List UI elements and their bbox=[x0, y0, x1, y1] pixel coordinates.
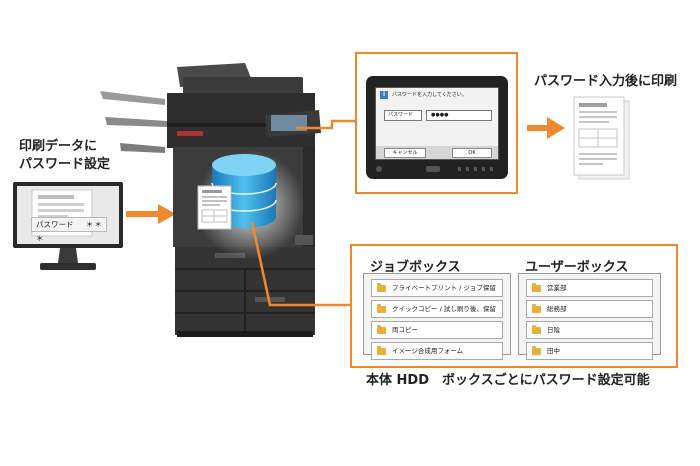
job-box-title: ジョブボックス bbox=[370, 260, 461, 275]
bottom-caption: 本体 HDD ボックスごとにパスワード設定可能 bbox=[366, 373, 650, 388]
touch-password-label: パスワード bbox=[384, 110, 422, 121]
folder-icon bbox=[532, 346, 541, 355]
folder-icon bbox=[377, 346, 386, 355]
monitor-password-mask: ＊＊＊ bbox=[36, 220, 103, 243]
job-box-item[interactable]: プライベートプリント / ジョブ保留 bbox=[371, 279, 503, 297]
user-box-item[interactable]: 総務部 bbox=[526, 300, 653, 318]
touch-password-input[interactable]: ●●●● bbox=[426, 110, 492, 121]
touch-panel-device: i パスワードを入力してください。 パスワード ●●●● キャンセル OK bbox=[366, 76, 508, 179]
left-caption: 印刷データに パスワード設定 bbox=[19, 138, 110, 174]
user-box-title: ユーザーボックス bbox=[525, 260, 629, 275]
left-caption-line1: 印刷データに bbox=[19, 139, 98, 154]
folder-icon bbox=[532, 283, 541, 292]
user-box-list: 営業部 総務部 日陰 田中 bbox=[518, 273, 661, 360]
monitor-password-label: パスワード bbox=[36, 220, 74, 229]
job-box-item[interactable]: イメージ合成用フォーム bbox=[371, 342, 503, 360]
folder-icon bbox=[377, 325, 386, 334]
user-box-item[interactable]: 田中 bbox=[526, 342, 653, 360]
folder-icon bbox=[532, 304, 541, 313]
cancel-button[interactable]: キャンセル bbox=[384, 148, 426, 158]
user-box-item[interactable]: 営業部 bbox=[526, 279, 653, 297]
job-box-item[interactable]: クイックコピー / 試し刷り後、保留 bbox=[371, 300, 503, 318]
home-key-icon[interactable] bbox=[376, 166, 382, 172]
touch-panel-prompt: パスワードを入力してください。 bbox=[392, 92, 467, 98]
folder-icon bbox=[377, 304, 386, 313]
folder-icon bbox=[532, 325, 541, 334]
ok-button[interactable]: OK bbox=[452, 148, 492, 158]
folder-icon bbox=[377, 283, 386, 292]
job-box-list: プライベートプリント / ジョブ保留 クイックコピー / 試し刷り後、保留 両コ… bbox=[363, 273, 511, 360]
arrow-to-print bbox=[527, 117, 565, 139]
function-keys-icon bbox=[458, 167, 498, 171]
monitor-password-field: パスワード ＊＊＊ bbox=[31, 217, 107, 243]
right-caption: パスワード入力後に印刷 bbox=[534, 74, 678, 89]
touch-panel-screen: i パスワードを入力してください。 パスワード ●●●● キャンセル OK bbox=[375, 87, 499, 160]
stored-document-icon bbox=[197, 185, 232, 230]
pc-monitor: パスワード ＊＊＊ bbox=[12, 181, 124, 273]
left-caption-line2: パスワード設定 bbox=[19, 157, 111, 172]
info-icon: i bbox=[380, 91, 388, 99]
arrow-to-printer bbox=[126, 204, 176, 224]
job-box-item[interactable]: 両コピー bbox=[371, 321, 503, 339]
user-box-item[interactable]: 日陰 bbox=[526, 321, 653, 339]
center-key-icon[interactable] bbox=[426, 166, 440, 172]
printed-paper-icon bbox=[573, 96, 630, 180]
